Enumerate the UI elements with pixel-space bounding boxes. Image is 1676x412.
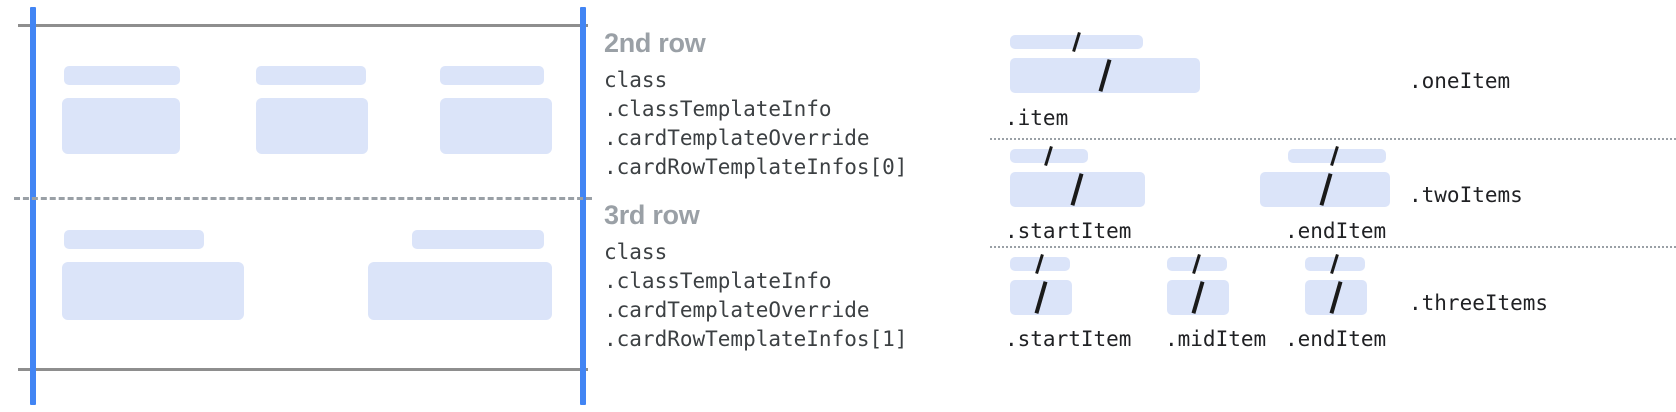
variant-one-item: .item .oneItem xyxy=(985,24,1676,130)
row3-col1-label-placeholder xyxy=(64,230,204,249)
row3-col2-label-placeholder xyxy=(412,230,544,249)
row-description-title: 3rd row xyxy=(604,200,700,230)
three-items-end-slot-label: .endItem xyxy=(1285,327,1387,351)
row2-col2-label-placeholder xyxy=(256,66,366,85)
three-items-start-value-slash xyxy=(1034,281,1048,314)
row-description-line: class xyxy=(604,240,668,264)
three-items-mid-slot-label: .midItem xyxy=(1165,327,1267,351)
three-items-end-value-placeholder xyxy=(1305,280,1367,315)
row-description-line: .classTemplateInfo xyxy=(604,97,832,121)
one-item-value-slash xyxy=(1098,59,1112,92)
two-items-start-value-slash xyxy=(1070,173,1084,206)
one-item-slot-label: .item xyxy=(1005,106,1069,130)
one-item-label-slash xyxy=(1072,31,1081,53)
three-items-end-value-slash xyxy=(1329,281,1343,314)
card-frame xyxy=(0,0,600,412)
item-variants: .item .oneItem .startItem .endItem xyxy=(985,0,1676,412)
card-row-3 xyxy=(0,197,600,368)
three-items-mid-value-slash xyxy=(1191,281,1205,314)
two-items-start-slot-label: .startItem xyxy=(1005,219,1132,243)
three-items-start-slot-label: .startItem xyxy=(1005,327,1132,351)
row-description-title: 2nd row xyxy=(604,28,706,58)
row-description-2nd-row: 2nd row class .classTemplateInfo .cardTe… xyxy=(604,28,974,182)
one-item-value-placeholder xyxy=(1010,58,1200,93)
three-items-start-label-slash xyxy=(1035,253,1044,275)
two-items-end-value-slash xyxy=(1319,173,1333,206)
row2-col1-value-placeholder xyxy=(62,98,180,154)
card-row-2 xyxy=(0,24,600,197)
row3-col1-value-placeholder xyxy=(62,262,244,320)
three-items-end-label-placeholder xyxy=(1305,253,1365,275)
two-items-end-label-slash xyxy=(1330,145,1339,167)
variant-divider xyxy=(990,138,1676,140)
two-items-variant-label: .twoItems xyxy=(1409,183,1523,207)
card-top-border xyxy=(18,24,588,27)
row2-col1-label-placeholder xyxy=(64,66,180,85)
three-items-mid-value-placeholder xyxy=(1167,280,1229,315)
card-left-guide xyxy=(30,7,36,405)
two-items-end-label-placeholder xyxy=(1288,145,1386,167)
three-items-start-label-placeholder xyxy=(1010,253,1070,275)
row3-col2-value-placeholder xyxy=(368,262,552,320)
two-items-end-slot-label: .endItem xyxy=(1285,219,1387,243)
three-items-mid-label-placeholder xyxy=(1167,253,1227,275)
three-items-start-value-placeholder xyxy=(1010,280,1072,315)
row2-col3-label-placeholder xyxy=(440,66,544,85)
row-description-3rd-row: 3rd row class .classTemplateInfo .cardTe… xyxy=(604,200,974,354)
one-item-label-placeholder xyxy=(1010,31,1143,53)
card-bottom-border xyxy=(18,368,588,371)
row-description-line: .cardRowTemplateInfos[1] xyxy=(604,327,908,351)
row-description-line: class xyxy=(604,68,668,92)
row2-col2-value-placeholder xyxy=(256,98,368,154)
row-description-line: .cardRowTemplateInfos[0] xyxy=(604,155,908,179)
variant-two-items: .startItem .endItem .twoItems xyxy=(985,140,1676,243)
row-description-line: .cardTemplateOverride xyxy=(604,298,870,322)
three-items-variant-label: .threeItems xyxy=(1409,291,1549,315)
row2-col3-value-placeholder xyxy=(440,98,552,154)
card-right-guide xyxy=(580,7,586,405)
two-items-start-value-placeholder xyxy=(1010,172,1145,207)
two-items-start-label-slash xyxy=(1044,145,1053,167)
variant-three-items: .startItem .midItem .endItem .threeItems xyxy=(985,248,1676,358)
one-item-variant-label: .oneItem xyxy=(1409,69,1511,93)
row-descriptions: 2nd row class .classTemplateInfo .cardTe… xyxy=(604,28,974,388)
three-items-end-label-slash xyxy=(1330,253,1339,275)
card-row-divider xyxy=(14,197,592,200)
row-description-line: .classTemplateInfo xyxy=(604,269,832,293)
two-items-end-value-placeholder xyxy=(1260,172,1390,207)
two-items-start-label-placeholder xyxy=(1010,145,1088,167)
row-description-line: .cardTemplateOverride xyxy=(604,126,870,150)
three-items-mid-label-slash xyxy=(1192,253,1201,275)
variant-divider xyxy=(990,246,1676,248)
